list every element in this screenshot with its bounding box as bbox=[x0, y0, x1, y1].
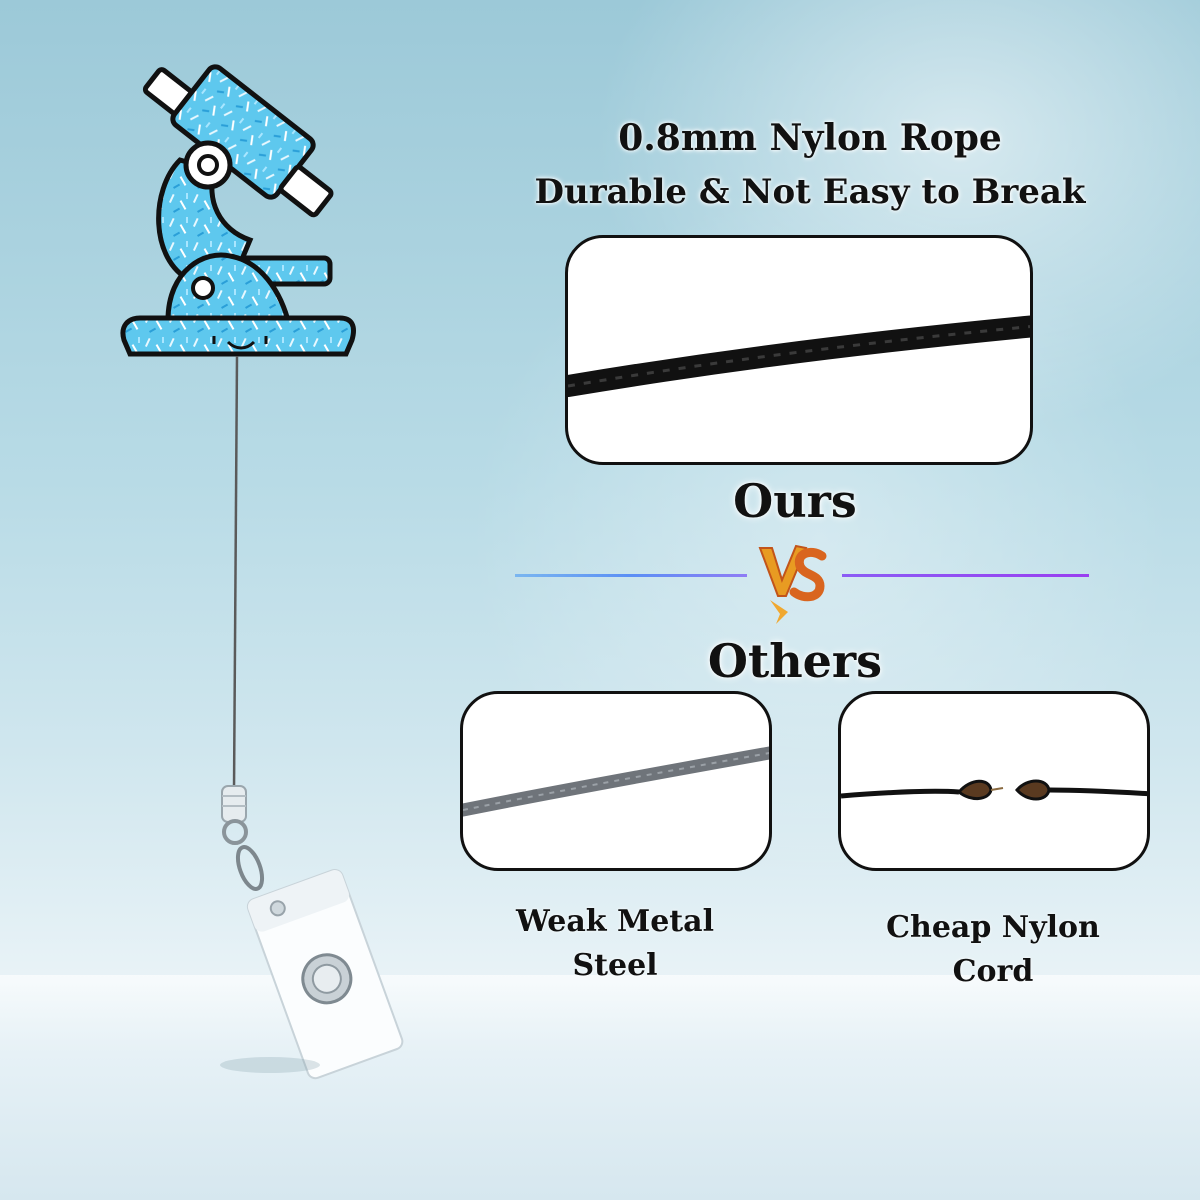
others-item-1-line-2: Steel bbox=[572, 948, 658, 983]
divider-right bbox=[842, 574, 1089, 577]
headline-line-1: 0.8mm Nylon Rope bbox=[618, 117, 1002, 159]
headline-line-2: Durable & Not Easy to Break bbox=[534, 172, 1086, 212]
broken-nylon-cord-image bbox=[841, 779, 1147, 801]
microscope-icon bbox=[120, 64, 356, 357]
others-item-2-label: Cheap Nylon Cord bbox=[858, 906, 1128, 994]
others-item-2-line-1: Cheap Nylon bbox=[886, 910, 1100, 945]
others-item-1-label: Weak Metal Steel bbox=[480, 900, 750, 988]
black-nylon-rope-image bbox=[568, 315, 1030, 397]
others-label: Others bbox=[707, 634, 883, 688]
metal-steel-wire-image bbox=[463, 746, 769, 817]
badge-clip bbox=[246, 868, 404, 1080]
metal-steel-panel bbox=[460, 691, 772, 871]
retractable-cord bbox=[232, 355, 239, 791]
cheap-nylon-panel bbox=[838, 691, 1150, 871]
divider-left bbox=[515, 574, 747, 577]
others-item-2-line-2: Cord bbox=[952, 954, 1034, 989]
others-item-1-line-1: Weak Metal bbox=[516, 904, 714, 939]
ours-rope-panel bbox=[565, 235, 1033, 465]
background-floor bbox=[0, 975, 1200, 1200]
ours-label: Ours bbox=[733, 474, 857, 528]
cord-connector bbox=[221, 785, 265, 891]
vs-icon bbox=[758, 544, 827, 624]
